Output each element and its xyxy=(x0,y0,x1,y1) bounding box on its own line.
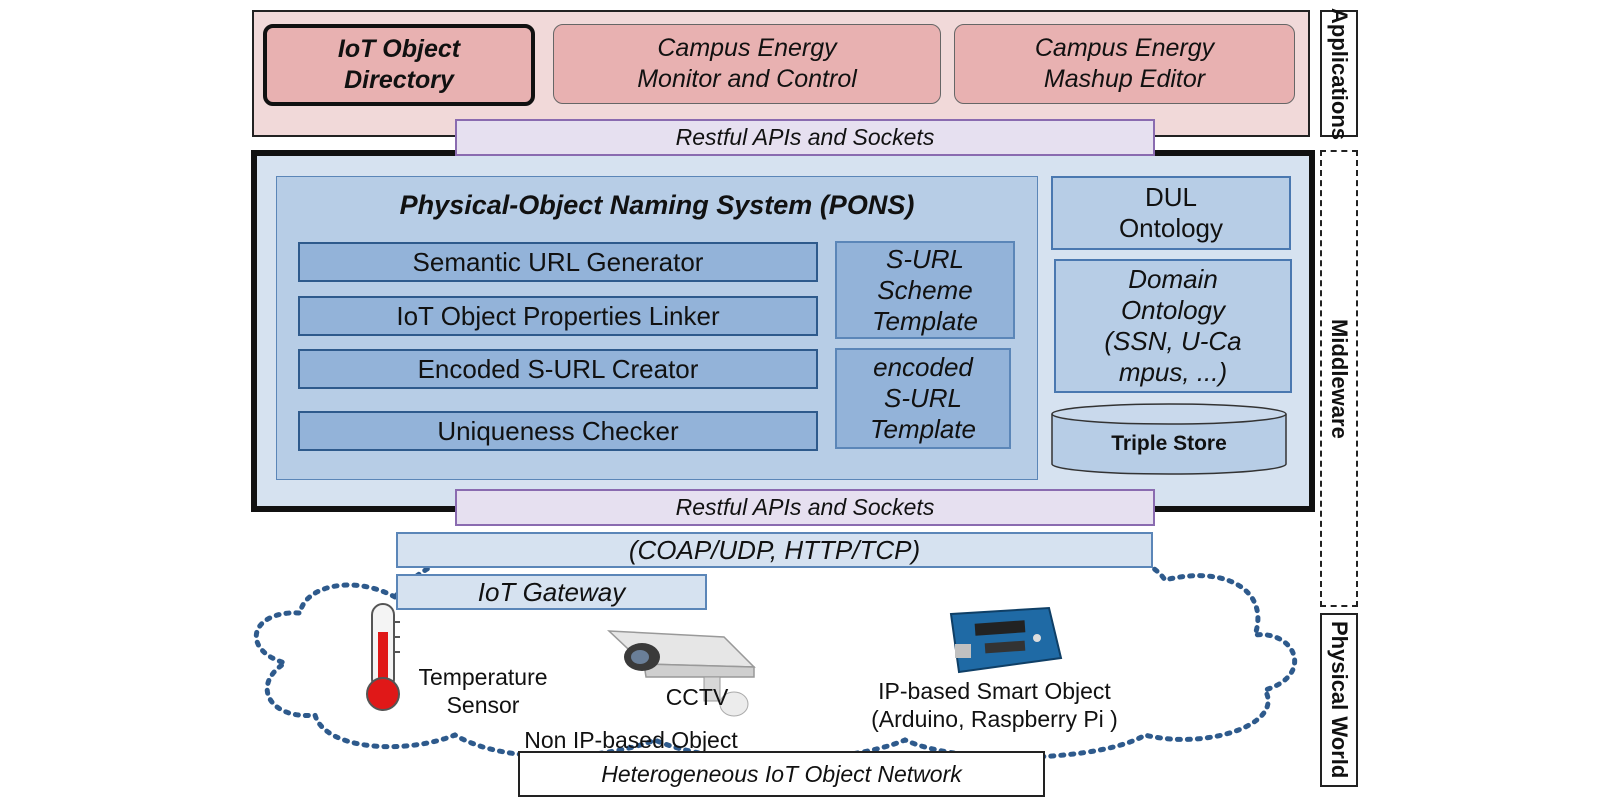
iot-object-directory-box: IoT Object Directory xyxy=(263,24,535,106)
domain-ontology-line1: Domain xyxy=(1128,264,1218,294)
dul-ontology-line2: Ontology xyxy=(1118,213,1224,243)
physical-world-tab-label: Physical World xyxy=(1327,621,1352,779)
campus-energy-monitor-line1: Campus Energy xyxy=(657,34,837,62)
restful-apis-top: Restful APIs and Sockets xyxy=(455,119,1155,156)
ip-smart-object-label: IP-based Smart Object (Arduino, Raspberr… xyxy=(812,675,1177,735)
iot-object-directory-line1: IoT Object xyxy=(337,35,461,63)
cctv-label: CCTV xyxy=(665,684,729,710)
triple-store-cylinder xyxy=(1051,403,1287,475)
protocol-bar: (COAP/UDP, HTTP/TCP) xyxy=(396,532,1153,568)
encoded-surl-template-line2: S-URL xyxy=(883,383,962,413)
encoded-surl-template-line3: Template xyxy=(870,414,976,444)
domain-ontology-line3: (SSN, U-Ca xyxy=(1104,326,1242,356)
iot-gateway: IoT Gateway xyxy=(396,574,707,610)
cctv-camera-icon xyxy=(606,630,756,717)
temperature-sensor-line2: Sensor xyxy=(446,692,520,718)
campus-energy-mashup-line2: Mashup Editor xyxy=(1043,65,1206,93)
middleware-tab: Middleware xyxy=(1320,150,1358,607)
temperature-sensor-label: Temperature Sensor xyxy=(383,662,583,720)
campus-energy-mashup-box: Campus Energy Mashup Editor xyxy=(954,24,1295,104)
iot-object-directory-line2: Directory xyxy=(344,66,454,94)
pons-title: Physical-Object Naming System (PONS) xyxy=(399,189,915,220)
applications-tab: Applications xyxy=(1320,7,1358,140)
temperature-sensor-line1: Temperature xyxy=(418,664,548,690)
domain-ontology-line4: mpus, ...) xyxy=(1118,357,1228,387)
encoded-surl-template-line1: encoded xyxy=(873,352,973,382)
dul-ontology-line1: DUL xyxy=(1144,182,1197,212)
surl-scheme-template-line3: Template xyxy=(872,305,978,336)
campus-energy-monitor-line2: Monitor and Control xyxy=(637,65,857,93)
domain-ontology-line2: Ontology xyxy=(1120,295,1226,325)
encoded-surl-template: encoded S-URL Template xyxy=(835,348,1011,449)
arduino-board-icon xyxy=(949,606,1063,674)
non-ip-object-label: Non IP-based Object xyxy=(524,727,738,753)
restful-apis-bottom: Restful APIs and Sockets xyxy=(455,489,1155,526)
applications-tab-label: Applications xyxy=(1327,7,1352,140)
ip-smart-object-line2: (Arduino, Raspberry Pi ) xyxy=(871,706,1118,732)
ip-smart-object-line1: IP-based Smart Object xyxy=(878,678,1111,704)
surl-scheme-template: S-URL Scheme Template xyxy=(835,241,1015,339)
thermometer-icon xyxy=(366,603,400,711)
triple-store-label: Triple Store xyxy=(1111,432,1227,455)
physical-world-tab: Physical World xyxy=(1320,613,1358,787)
encoded-surl-creator: Encoded S-URL Creator xyxy=(298,349,818,389)
uniqueness-checker: Uniqueness Checker xyxy=(298,411,818,451)
surl-scheme-template-line1: S-URL xyxy=(885,243,964,274)
campus-energy-mashup-line1: Campus Energy xyxy=(1034,34,1215,62)
surl-scheme-template-line2: Scheme xyxy=(877,274,973,305)
heterogeneous-network-label: Heterogeneous IoT Object Network xyxy=(518,751,1045,797)
middleware-tab-label: Middleware xyxy=(1327,318,1352,439)
dul-ontology: DUL Ontology xyxy=(1051,176,1291,250)
campus-energy-monitor-box: Campus Energy Monitor and Control xyxy=(553,24,941,104)
domain-ontology: Domain Ontology (SSN, U-Ca mpus, ...) xyxy=(1054,259,1292,393)
iot-object-properties-linker: IoT Object Properties Linker xyxy=(298,296,818,336)
semantic-url-generator: Semantic URL Generator xyxy=(298,242,818,282)
